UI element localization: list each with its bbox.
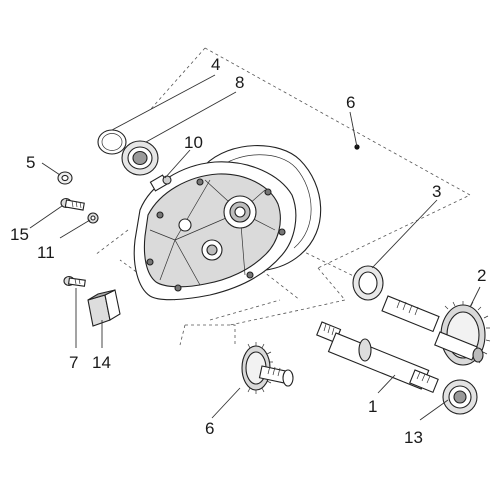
- callout-labels: 4 8 6 10 5 3 15 11 2 7 14 1 6 13: [10, 55, 486, 447]
- callout-10: 10: [184, 133, 203, 152]
- transmission-housing: [133, 161, 297, 301]
- callout-6-top: 6: [346, 93, 355, 112]
- callout-6-bottom: 6: [205, 419, 214, 438]
- leader-lines: [29, 74, 481, 421]
- thrust-washer-part: [352, 265, 384, 301]
- screw-part-7: [63, 275, 86, 287]
- callout-11: 11: [37, 243, 55, 262]
- washer-part-5: [57, 171, 73, 185]
- callout-3: 3: [432, 182, 441, 201]
- circlip-part: [97, 129, 127, 155]
- bolt-part-15: [60, 197, 85, 211]
- callout-14: 14: [92, 353, 111, 372]
- callout-2: 2: [477, 266, 486, 285]
- main-shaft-part-1: [316, 321, 439, 394]
- bearing-part: [121, 140, 159, 176]
- bearing-part-13: [442, 379, 478, 415]
- washer-part-11: [87, 212, 99, 224]
- callout-7: 7: [69, 353, 78, 372]
- callout-15: 15: [10, 225, 29, 244]
- callout-13: 13: [404, 428, 423, 447]
- gear-part-6: [241, 342, 294, 394]
- callout-5: 5: [26, 153, 35, 172]
- callout-8: 8: [235, 73, 244, 92]
- bracket-part-14: [87, 289, 121, 327]
- callout-4: 4: [211, 55, 220, 74]
- callout-1: 1: [368, 397, 377, 416]
- gear-shaft-part-2: [381, 295, 491, 366]
